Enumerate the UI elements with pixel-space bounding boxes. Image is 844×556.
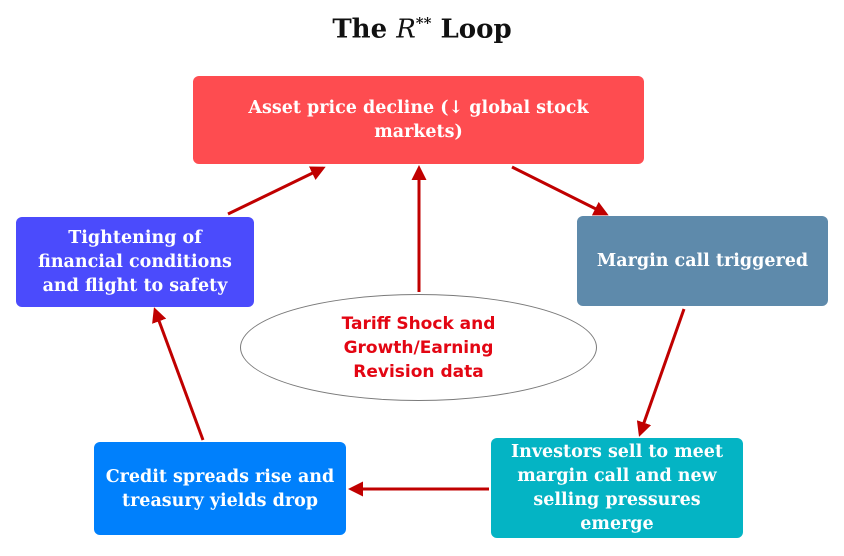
arrow-tightening-to-asset: [227, 166, 326, 216]
node-tightening: Tightening of financial conditions and f…: [16, 217, 254, 307]
title-symbol: R: [396, 14, 416, 45]
arrow-asset-to-margin: [511, 165, 609, 216]
shock-label: Tariff Shock and Growth/Earning Revision…: [341, 313, 496, 382]
node-margin-call: Margin call triggered: [577, 216, 828, 306]
title-prefix: The: [332, 14, 397, 45]
title-superscript: **: [415, 14, 432, 32]
node-investors-sell: Investors sell to meet margin call and n…: [491, 438, 743, 538]
title-suffix: Loop: [431, 14, 512, 45]
diagram-title: The R** Loop: [0, 14, 844, 45]
node-asset-price-decline: Asset price decline (↓ global stock mark…: [193, 76, 644, 164]
arrow-credit-to-tightening: [152, 307, 205, 441]
shock-ellipse: Tariff Shock and Growth/Earning Revision…: [240, 294, 597, 401]
arrow-margin-to-investors: [636, 308, 686, 437]
node-credit-spreads: Credit spreads rise and treasury yields …: [94, 442, 346, 535]
